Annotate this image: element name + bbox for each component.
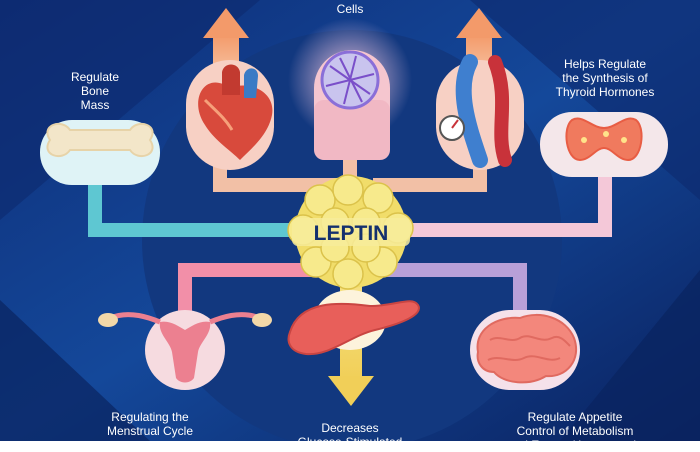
- heart-icon: [186, 60, 274, 170]
- appetite-label-line-2: Control of Metabolism: [516, 424, 634, 438]
- top-label-cells: Cells: [336, 2, 364, 16]
- thyroid-label-line-2: the Synthesis of: [562, 71, 648, 85]
- thyroid-icon: [540, 112, 668, 177]
- pancreas-icon: [287, 290, 420, 356]
- menstrual-label-line-2: Menstrual Cycle: [106, 424, 194, 438]
- glucose-label: Decreases Glucose-Stimulated: [275, 421, 425, 449]
- glucose-label-line-1: Decreases: [321, 421, 379, 435]
- bone-label-line-2: Bone: [80, 84, 110, 98]
- leptin-title: LEPTIN: [314, 222, 389, 245]
- bone-icon: [40, 120, 160, 185]
- glucose-label-line-2: Glucose-Stimulated: [297, 435, 403, 449]
- appetite-label-line-3: and Energy Homeostasis: [507, 438, 643, 452]
- uterus-icon: [98, 310, 272, 390]
- menstrual-label: Regulating the Menstrual Cycle: [80, 410, 220, 438]
- appetite-label: Regulate Appetite Control of Metabolism …: [480, 410, 670, 452]
- fat-cell-icon: [288, 18, 412, 160]
- bone-label-line-1: Regulate: [70, 70, 120, 84]
- thyroid-label-line-1: Helps Regulate: [563, 57, 647, 71]
- leptin-diagram: LEPTIN: [0, 0, 700, 441]
- brain-icon: [470, 310, 580, 390]
- appetite-label-line-1: Regulate Appetite: [527, 410, 623, 424]
- bone-label-line-3: Mass: [80, 98, 110, 112]
- thyroid-label: Helps Regulate the Synthesis of Thyroid …: [525, 57, 685, 99]
- leptin-molecule-icon: [287, 174, 414, 290]
- bone-label: Regulate Bone Mass: [40, 70, 150, 112]
- thyroid-label-line-3: Thyroid Hormones: [555, 85, 655, 99]
- menstrual-label-line-1: Regulating the: [111, 410, 189, 424]
- blood-vessel-icon: [436, 54, 524, 170]
